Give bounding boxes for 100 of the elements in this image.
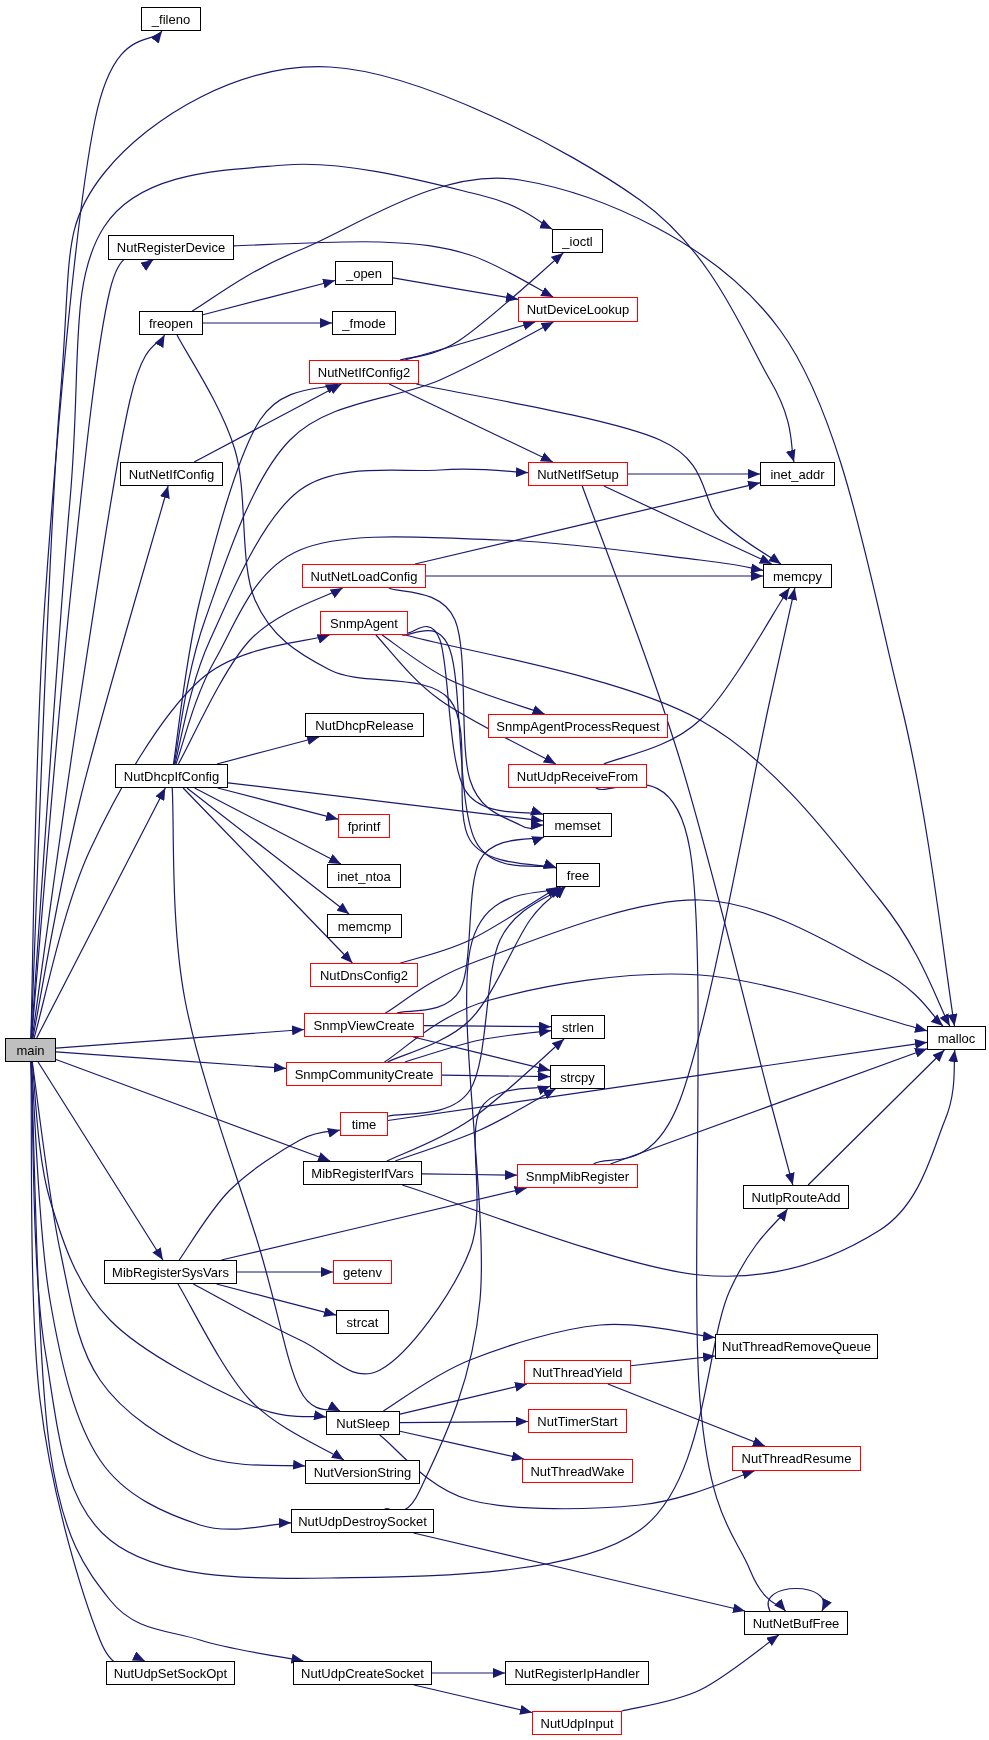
- arrow: [236, 1267, 334, 1277]
- arrow: [413, 1684, 533, 1715]
- arrow: [386, 886, 566, 1063]
- arrow: [375, 634, 557, 765]
- arrow: [216, 1283, 337, 1317]
- function-box: strcpy: [550, 1065, 605, 1089]
- function-box: _open: [335, 261, 393, 285]
- arrow: [404, 634, 951, 1027]
- function-box: _fmode: [332, 311, 396, 335]
- arrow: [388, 587, 544, 832]
- arrow: [384, 899, 944, 1027]
- arrow: [175, 536, 764, 765]
- function-box: time: [340, 1112, 388, 1136]
- arrow: [217, 787, 339, 822]
- arrow: [177, 587, 344, 765]
- function-box: NutNetIfSetup: [528, 462, 628, 486]
- function-box: SnmpCommunityCreate: [286, 1062, 442, 1086]
- arrow: [407, 625, 544, 817]
- arrow: [807, 1049, 945, 1186]
- arrow: [30, 66, 797, 1039]
- arrow: [401, 1049, 959, 1277]
- arrow: [399, 252, 564, 361]
- function-box: NutThreadWake: [522, 1459, 633, 1483]
- arrow: [414, 480, 761, 565]
- arrow: [381, 634, 546, 715]
- arrow: [394, 1088, 556, 1162]
- arrow: [627, 469, 761, 479]
- arrow: [392, 277, 519, 303]
- arrow: [399, 1430, 525, 1462]
- function-box: _fileno: [141, 7, 201, 31]
- function-box: NutDhcpRelease: [305, 713, 424, 737]
- arrow: [30, 30, 163, 1039]
- function-box: MibRegisterIfVars: [303, 1161, 422, 1185]
- arrow: [767, 1587, 830, 1612]
- arrow: [202, 318, 333, 328]
- function-box: strlen: [551, 1015, 605, 1039]
- arrow: [55, 1025, 305, 1049]
- function-box: free: [556, 863, 600, 887]
- function-box: getenv: [333, 1260, 392, 1284]
- arrow: [412, 1532, 746, 1614]
- function-box: NutUdpInput: [532, 1711, 622, 1735]
- arrow: [192, 1084, 551, 1375]
- function-box: memcmp: [327, 914, 402, 938]
- arrow: [431, 1668, 506, 1678]
- arrow: [425, 571, 764, 581]
- arrow: [31, 334, 166, 1039]
- arrow: [387, 1039, 928, 1122]
- function-box: NutRegisterIpHandler: [505, 1661, 649, 1685]
- arrow: [227, 782, 544, 825]
- function-box: NutThreadResume: [732, 1446, 861, 1471]
- arrow: [379, 1434, 755, 1510]
- arrow: [399, 886, 559, 964]
- function-box: _ioctl: [552, 229, 603, 253]
- arrow: [216, 735, 320, 765]
- arrow: [630, 1352, 716, 1367]
- arrow: [593, 587, 798, 1165]
- function-box: NutUdpCreateSocket: [293, 1661, 432, 1685]
- function-box: NutSleep: [326, 1411, 400, 1435]
- function-box: NutUdpSetSockOpt: [106, 1661, 235, 1685]
- arrow: [32, 485, 170, 1039]
- arrow: [55, 1051, 287, 1073]
- arrow: [399, 1416, 529, 1427]
- arrow: [173, 321, 555, 765]
- arrow: [404, 1027, 552, 1063]
- arrow: [387, 886, 565, 1117]
- function-box: NutNetBufFree: [744, 1611, 848, 1635]
- arrow: [603, 587, 790, 765]
- arrow: [193, 383, 342, 463]
- arrow: [30, 1061, 304, 1664]
- function-box: SnmpMibRegister: [517, 1164, 638, 1188]
- function-box: NutUdpDestroySocket: [291, 1509, 434, 1533]
- function-box: inet_addr: [760, 462, 835, 486]
- function-box: strcat: [336, 1310, 389, 1334]
- function-box: SnmpViewCreate: [304, 1013, 424, 1037]
- function-box: SnmpAgent: [320, 611, 408, 635]
- arrow: [55, 1058, 331, 1162]
- arrow: [399, 1381, 528, 1415]
- function-box: NutDeviceLookup: [518, 297, 638, 322]
- arrow: [396, 834, 545, 1014]
- function-box: NutTimerStart: [528, 1409, 627, 1433]
- arrow: [415, 383, 782, 565]
- arrow: [603, 485, 773, 565]
- arrow: [233, 241, 554, 298]
- arrow: [441, 1071, 551, 1082]
- arrow: [171, 787, 341, 1412]
- function-box: freopen: [139, 311, 203, 335]
- function-box: NutRegisterDevice: [108, 235, 234, 260]
- arrow: [609, 1048, 928, 1165]
- arrow: [178, 1127, 341, 1261]
- arrow: [383, 973, 928, 1063]
- arrow: [202, 278, 336, 316]
- function-box: NutNetIfConfig: [120, 462, 223, 486]
- function-box: fprintf: [338, 814, 390, 838]
- arrow: [36, 787, 166, 1039]
- arrow: [191, 177, 958, 1027]
- function-box: NutDnsConfig2: [310, 963, 418, 987]
- arrow: [423, 1021, 552, 1032]
- arrow: [177, 1283, 345, 1461]
- arrow: [33, 633, 331, 1039]
- arrow: [386, 1038, 565, 1162]
